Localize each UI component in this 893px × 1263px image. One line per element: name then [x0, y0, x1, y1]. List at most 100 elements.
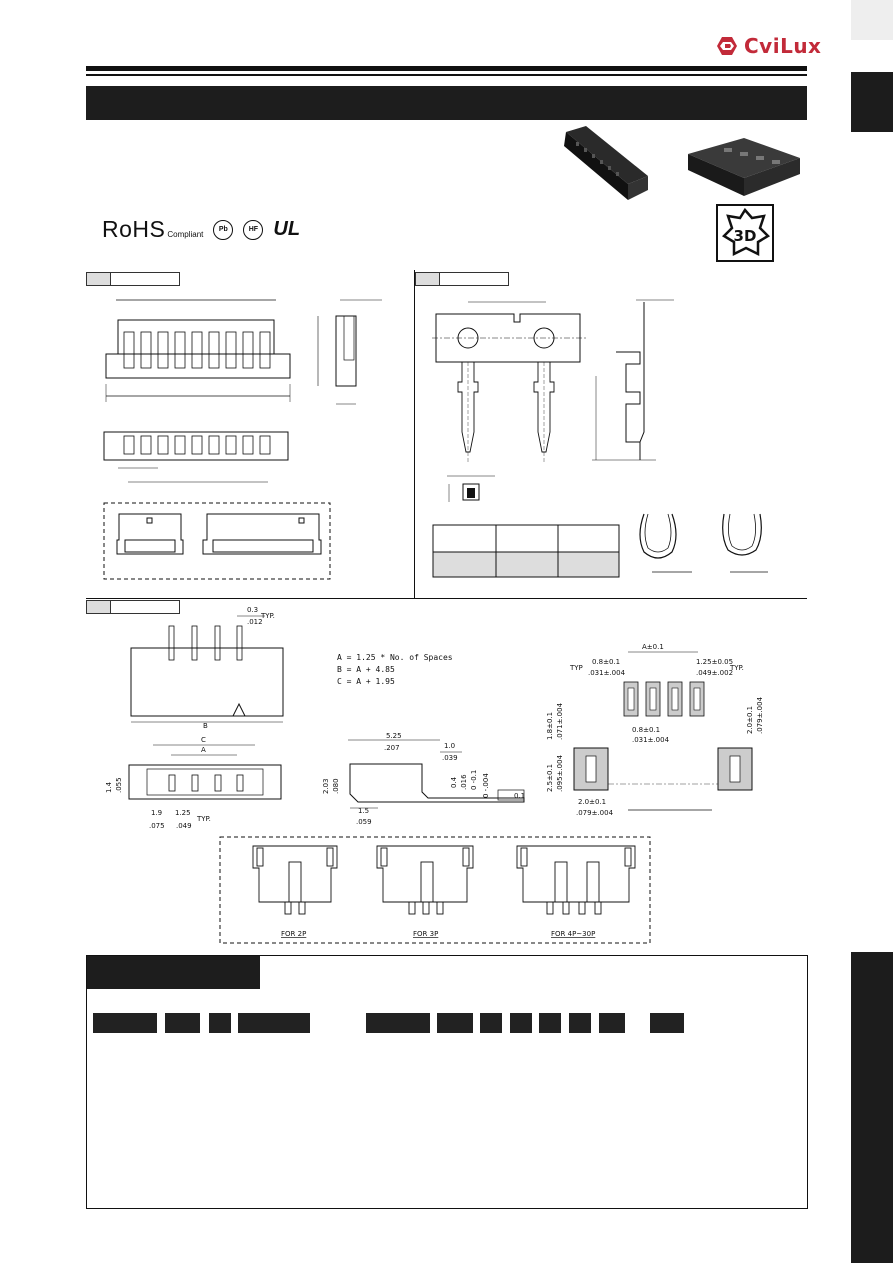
svg-text:0 -0.1: 0 -0.1 — [470, 770, 478, 790]
part-code-box-6 — [437, 1013, 473, 1033]
housing-front-view — [105, 299, 291, 402]
svg-text:B: B — [203, 722, 208, 729]
housing-side-view — [317, 299, 382, 405]
svg-text:.207: .207 — [384, 744, 400, 752]
terminal-reel-view — [432, 301, 588, 462]
formula-line-b: B = A + 4.85 — [337, 665, 395, 674]
part-code-box-8 — [510, 1013, 532, 1033]
svg-text:1.4: 1.4 — [105, 781, 113, 793]
svg-text:1.8±0.1: 1.8±0.1 — [546, 712, 554, 740]
svg-text:.031±.004: .031±.004 — [632, 736, 670, 744]
wafer-side-view: 5.25 .207 1.0 .039 2.03 .080 0.4 .016 0 … — [322, 732, 525, 826]
terminal-section-view — [447, 475, 495, 502]
svg-text:FOR 4P~30P: FOR 4P~30P — [551, 930, 595, 938]
housing-bottom-view — [103, 431, 289, 483]
product-image-wafer — [688, 138, 800, 196]
svg-text:.039: .039 — [442, 754, 458, 762]
header-rule-thin — [86, 74, 807, 76]
svg-text:5.25: 5.25 — [386, 732, 402, 740]
terminal-side-view — [592, 299, 674, 461]
svg-text:0.8±0.1: 0.8±0.1 — [632, 726, 660, 734]
formula-line-a: A = 1.25 * No. of Spaces — [337, 653, 453, 662]
wire-range-table — [432, 524, 620, 578]
svg-text:.012: .012 — [247, 618, 263, 626]
svg-text:2.0±0.1: 2.0±0.1 — [578, 798, 606, 806]
halogen-free-icon: HF — [243, 219, 264, 240]
svg-text:.075: .075 — [149, 822, 165, 830]
svg-text:.016: .016 — [460, 774, 468, 790]
header-rule-thick — [86, 66, 807, 71]
svg-text:2.0±0.1: 2.0±0.1 — [746, 706, 754, 734]
svg-text:3D: 3D — [734, 227, 757, 245]
svg-text:A±0.1: A±0.1 — [642, 643, 664, 651]
svg-text:1.5: 1.5 — [358, 807, 369, 815]
part-code-box-3 — [209, 1013, 231, 1033]
svg-text:.055: .055 — [115, 777, 123, 793]
svg-text:1.25: 1.25 — [175, 809, 191, 817]
side-tab-index — [851, 72, 893, 132]
svg-text:.059: .059 — [356, 818, 372, 826]
svg-text:TYP.: TYP. — [260, 612, 275, 620]
svg-text:.079±.004: .079±.004 — [576, 809, 614, 817]
part-code-box-10 — [569, 1013, 591, 1033]
part-code-box-7 — [480, 1013, 502, 1033]
svg-text:1.25±0.05: 1.25±0.05 — [696, 658, 733, 666]
title-banner — [86, 86, 807, 120]
part-code-box-9 — [539, 1013, 561, 1033]
svg-text:.031±.004: .031±.004 — [588, 669, 626, 677]
svg-text:TYP.: TYP. — [196, 815, 211, 823]
pb-free-icon: Pb — [213, 219, 234, 240]
crimp-shape-diagrams — [639, 513, 768, 573]
part-code-box-12 — [650, 1013, 684, 1033]
section-tab-wafer — [86, 600, 180, 614]
svg-text:2.5±0.1: 2.5±0.1 — [546, 764, 554, 792]
wafer-front-view: C A 1.4 .055 1.9 .075 1.25 .049 TYP. — [105, 736, 282, 830]
svg-text:.049: .049 — [176, 822, 192, 830]
product-image-housing — [564, 126, 648, 200]
svg-text:.080: .080 — [332, 778, 340, 794]
svg-text:.049±.002: .049±.002 — [696, 669, 733, 677]
svg-text:A: A — [201, 746, 206, 754]
ul-icon: UL — [273, 218, 301, 240]
brand-logo: CviLux — [716, 34, 821, 58]
section-divider-horizontal — [86, 598, 807, 599]
svg-text:0.3: 0.3 — [247, 606, 258, 614]
pcb-layout: A±0.1 0.8±0.1 TYP .031±.004 1.25±0.05 TY… — [546, 643, 764, 817]
svg-text:0.8±0.1: 0.8±0.1 — [592, 658, 620, 666]
svg-text:FOR 3P: FOR 3P — [413, 930, 438, 938]
svg-text:TYP.: TYP. — [729, 664, 744, 672]
section-tab-terminal — [415, 272, 509, 286]
section-tab-housing — [86, 272, 180, 286]
part-code-box-5 — [366, 1013, 430, 1033]
ordering-info-header — [87, 956, 260, 989]
part-code-box-1 — [93, 1013, 157, 1033]
variants-detail: FOR 2P FOR 3P FOR 4P~30P — [219, 836, 651, 944]
svg-text:1.9: 1.9 — [151, 809, 162, 817]
3d-model-icon[interactable]: 3D — [716, 204, 774, 262]
part-code-box-4 — [238, 1013, 310, 1033]
part-code-box-2 — [165, 1013, 200, 1033]
svg-text:FOR 2P: FOR 2P — [281, 930, 306, 938]
svg-text:2.03: 2.03 — [322, 778, 330, 794]
part-code-box-11 — [599, 1013, 625, 1033]
svg-text:1.0: 1.0 — [444, 742, 455, 750]
side-tab-top — [851, 0, 893, 40]
svg-text:.079±.004: .079±.004 — [756, 696, 764, 734]
brand-name: CviLux — [744, 34, 822, 58]
svg-text:C: C — [201, 736, 206, 744]
formula-line-c: C = A + 1.95 — [337, 677, 395, 686]
logo-icon — [717, 37, 737, 55]
ordering-info-panel — [86, 955, 808, 1209]
svg-text:.095±.004: .095±.004 — [556, 754, 564, 792]
dimension-formula: A = 1.25 * No. of Spaces B = A + 4.85 C … — [337, 652, 453, 688]
svg-text:TYP: TYP — [569, 664, 583, 672]
section-divider-vertical — [414, 270, 415, 598]
svg-text:0.4: 0.4 — [450, 776, 458, 788]
wafer-top-view: 0.3 TYP. .012 B — [130, 606, 284, 729]
side-tab-index-lower — [851, 952, 893, 1263]
svg-text:0.1: 0.1 — [514, 792, 525, 800]
svg-text:.071±.004: .071±.004 — [556, 702, 564, 740]
svg-text:0 -.004: 0 -.004 — [482, 773, 490, 798]
